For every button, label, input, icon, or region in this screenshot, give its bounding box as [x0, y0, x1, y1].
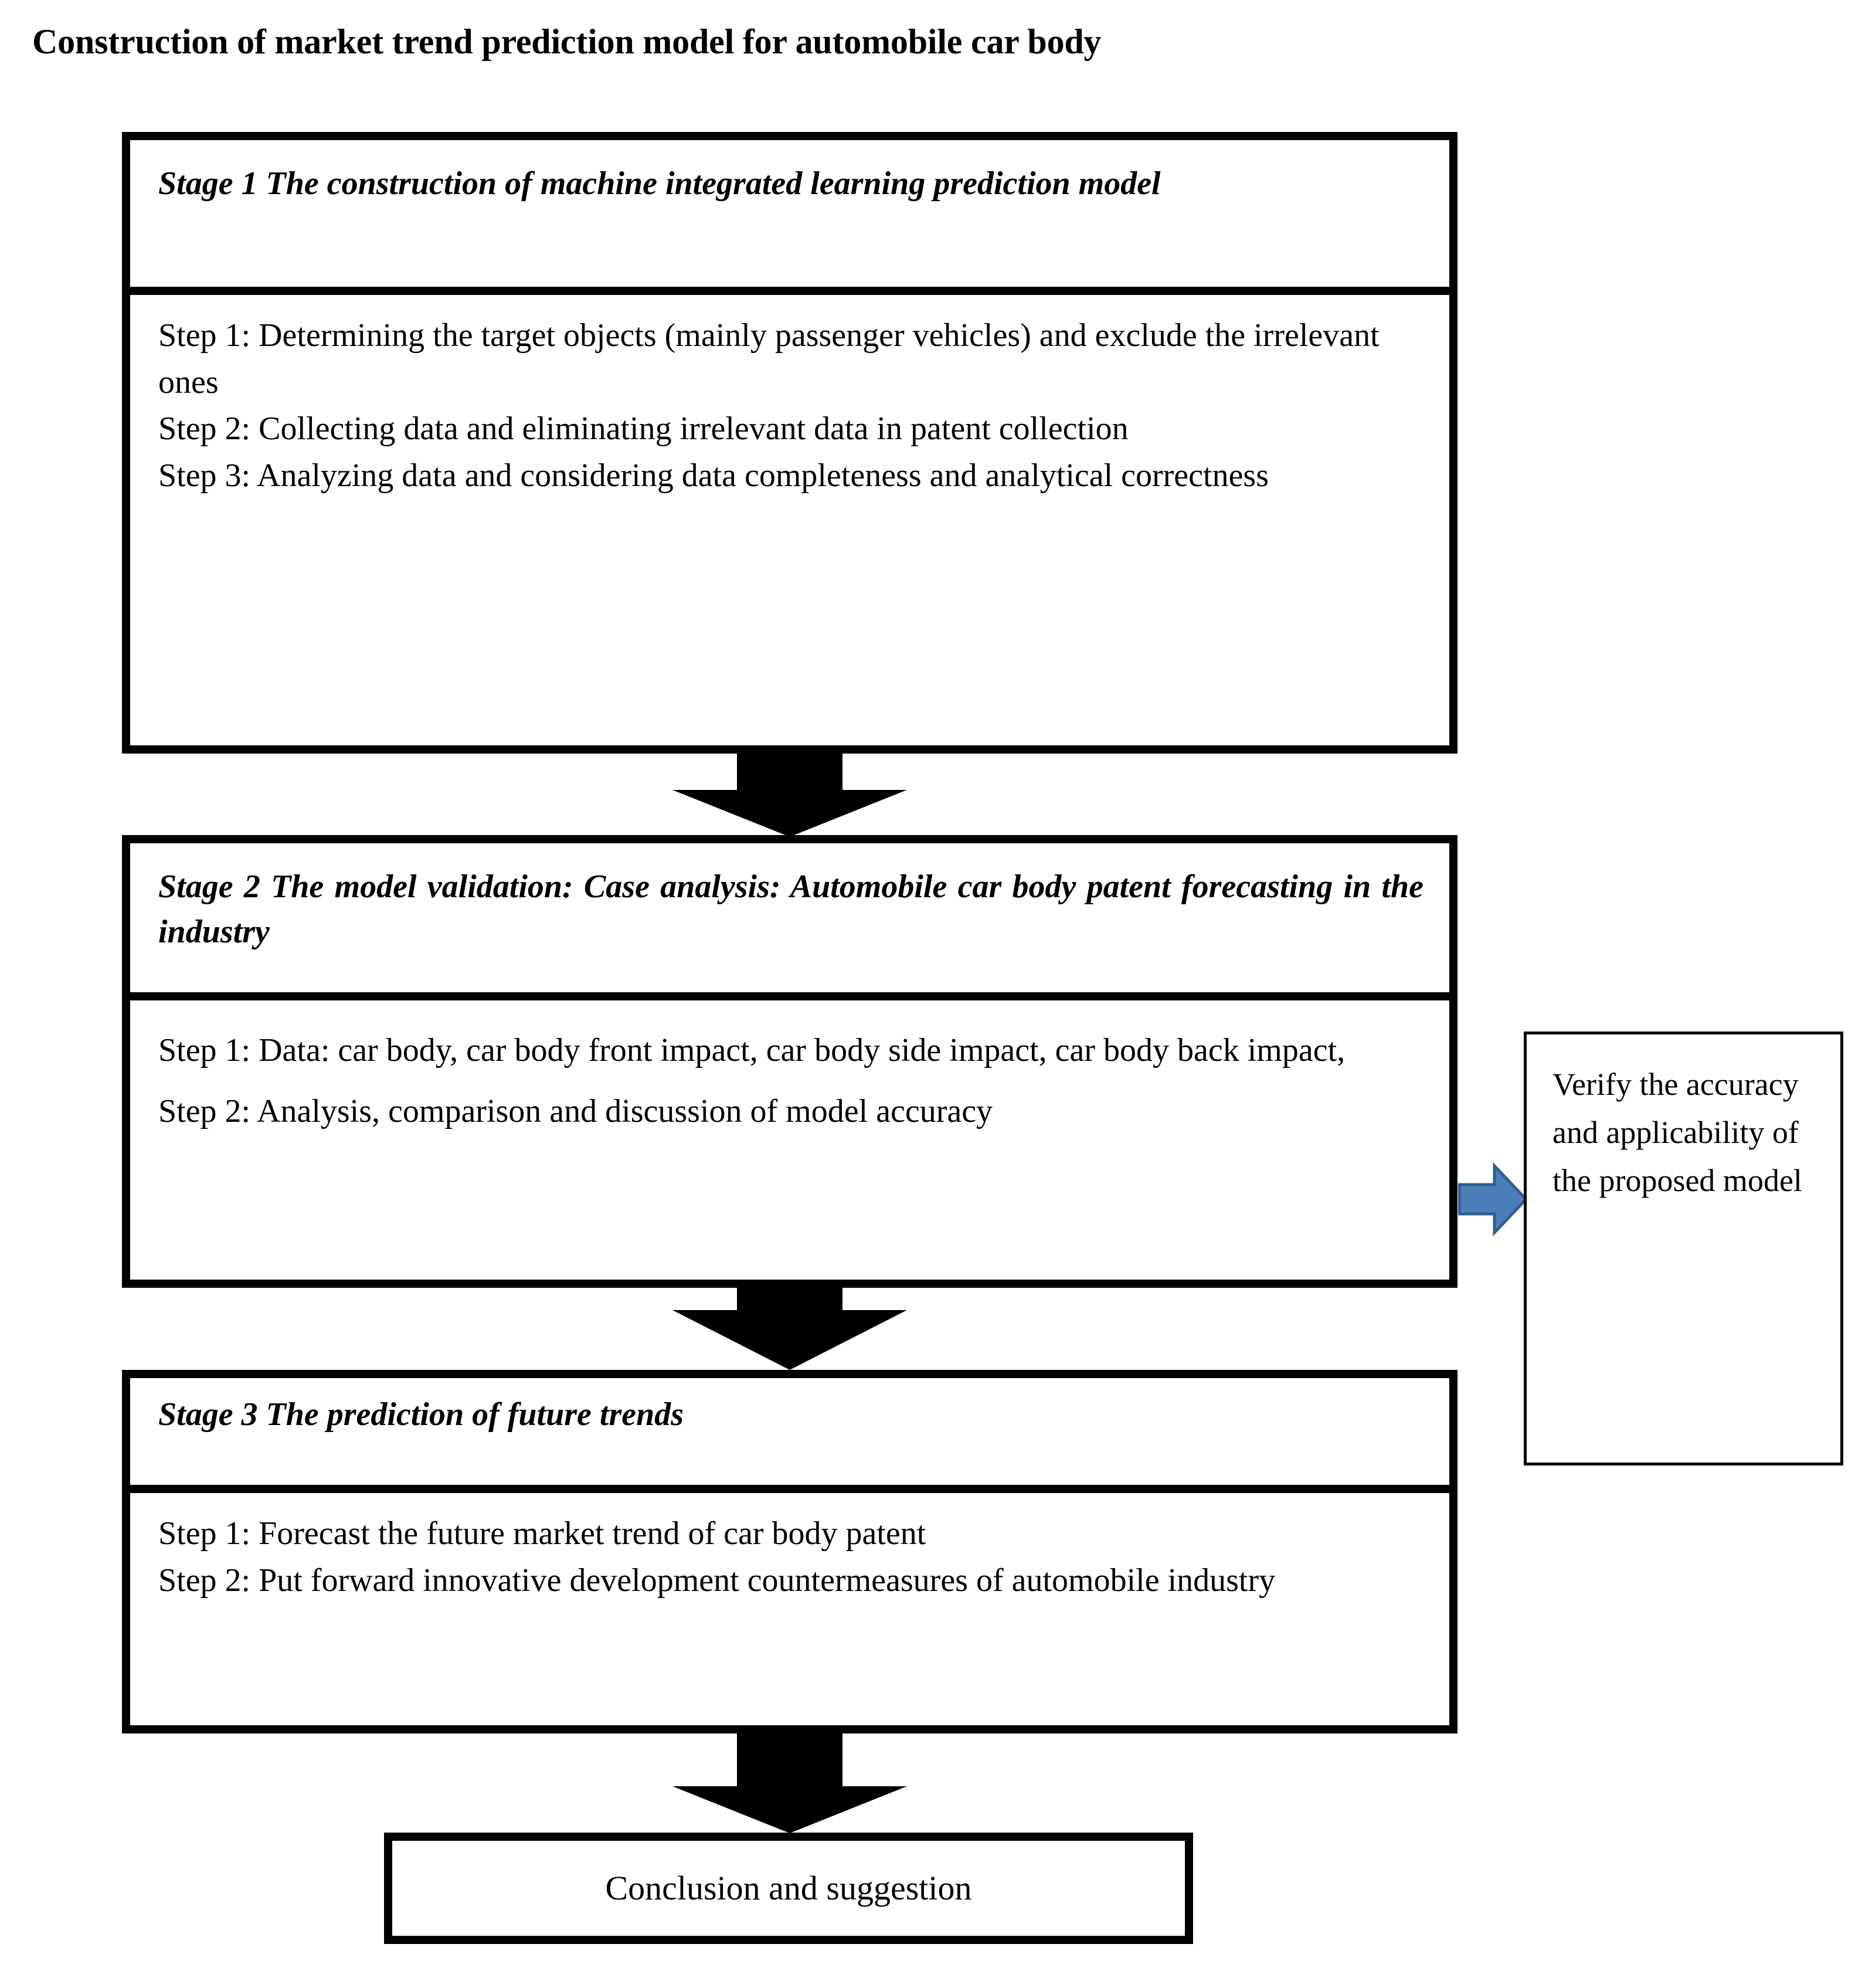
stage-3-box: Stage 3 The prediction of future trends … [122, 1370, 1457, 1733]
conclusion-box: Conclusion and suggestion [384, 1833, 1193, 1944]
arrow-head [672, 1310, 907, 1370]
down-arrow-icon [672, 1288, 907, 1370]
arrow-head [672, 1786, 907, 1833]
arrow-shaft [737, 1288, 842, 1310]
stage-1-step-1: Step 1: Determining the target objects (… [158, 317, 1380, 401]
stage-2-step-2: Step 2: Analysis, comparison and discuss… [158, 1093, 993, 1129]
figure-title: Construction of market trend prediction … [32, 22, 1102, 61]
stage-2-body: Step 1: Data: car body, car body front i… [130, 1000, 1449, 1159]
stage-1-header: Stage 1 The construction of machine inte… [130, 140, 1449, 295]
stage-2-step-1: Step 1: Data: car body, car body front i… [158, 1032, 1346, 1068]
stage-3-header: Stage 3 The prediction of future trends [130, 1378, 1449, 1493]
arrow-head [672, 790, 907, 837]
down-arrow-icon [672, 1733, 907, 1833]
stage-3-body: Step 1: Forecast the future market trend… [130, 1493, 1449, 1621]
down-arrow-icon [672, 754, 907, 837]
stage-2-box: Stage 2 The model validation: Case analy… [122, 835, 1457, 1288]
right-arrow-icon [1458, 1161, 1527, 1237]
stage-3-step-2: Step 2: Put forward innovative developme… [158, 1562, 1276, 1599]
arrow-shaft [737, 1733, 842, 1786]
stage-1-step-3: Step 3: Analyzing data and considering d… [158, 457, 1269, 494]
arrow-shaft [737, 754, 842, 790]
verify-note-text: Verify the accuracy and applicability of… [1552, 1067, 1802, 1199]
stage-1-step-2: Step 2: Collecting data and eliminating … [158, 411, 1129, 447]
stage-1-box: Stage 1 The construction of machine inte… [122, 132, 1457, 754]
stage-1-body: Step 1: Determining the target objects (… [130, 295, 1449, 517]
conclusion-label: Conclusion and suggestion [605, 1869, 972, 1908]
stage-3-step-1: Step 1: Forecast the future market trend… [158, 1515, 926, 1552]
stage-2-header: Stage 2 The model validation: Case analy… [130, 843, 1449, 1000]
verify-note-box: Verify the accuracy and applicability of… [1524, 1032, 1843, 1465]
